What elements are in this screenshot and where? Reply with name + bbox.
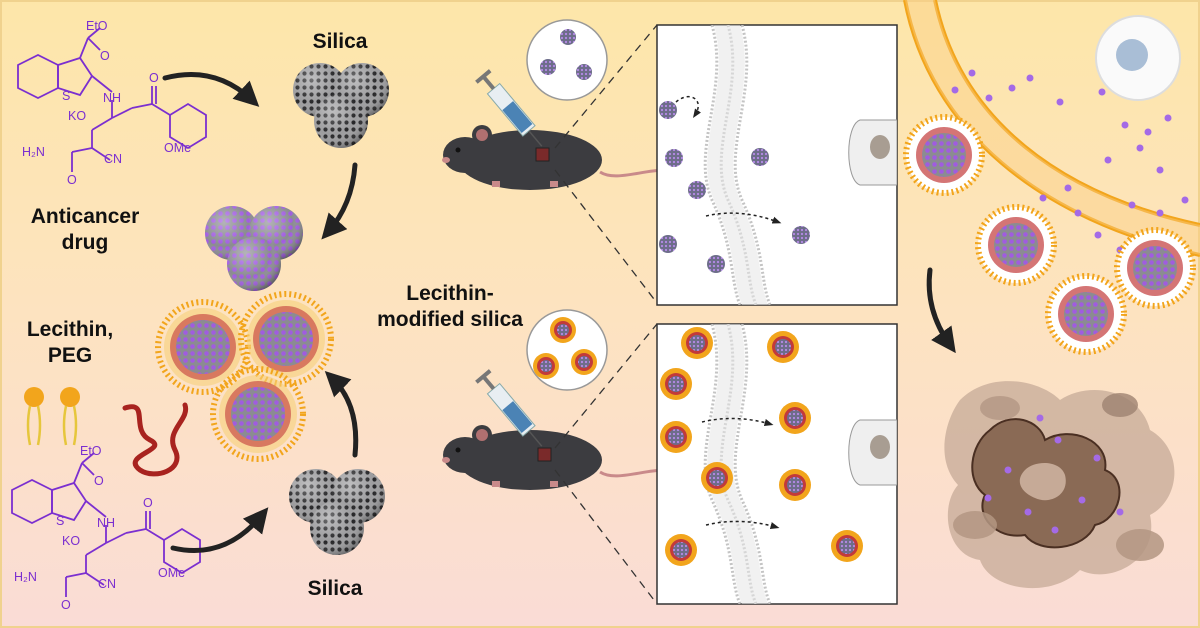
silica-particles-top	[293, 63, 389, 148]
vessel-panel-bottom	[656, 323, 898, 605]
drug-labels-top: EtO O S NH KO O H₂N O CN OMe	[22, 19, 191, 187]
lecithin-peg-label-line1: Lecithin,	[26, 318, 114, 341]
syringe-contents-bottom	[526, 309, 608, 391]
chem-label: EtO	[86, 19, 108, 33]
chem-label: NH	[97, 516, 115, 530]
vessel-panel-top	[656, 24, 898, 306]
chem-label: O	[94, 474, 104, 488]
cell-death-arrow	[926, 267, 956, 354]
coated-particles-at-membrane	[903, 114, 1196, 355]
chem-label: S	[62, 89, 70, 103]
lecithin-peg-label-line2: PEG	[47, 344, 93, 367]
lecithin-modified-label-line2: modified silica	[377, 308, 523, 331]
silica-bottom-label: Silica	[307, 577, 363, 600]
silica-top-label: Silica	[312, 30, 368, 53]
peg-chain-icon	[122, 402, 189, 477]
chem-label: O	[100, 49, 110, 63]
chem-label: S	[56, 514, 64, 528]
chem-label: H₂N	[14, 570, 37, 584]
chem-label: EtO	[80, 444, 102, 458]
mouse-top	[442, 69, 691, 190]
chem-label: CN	[98, 577, 116, 591]
drug-loaded-silica	[205, 206, 303, 291]
chem-label: H₂N	[22, 145, 45, 159]
dying-tumor-cells	[944, 381, 1175, 589]
mouse-bottom	[442, 369, 691, 490]
drug-labels-bottom: EtO O S NH KO O H₂N O CN OMe	[14, 444, 185, 612]
chem-label: OMe	[158, 566, 185, 580]
syringe-contents-top	[526, 19, 608, 101]
chem-label: KO	[68, 109, 86, 123]
chem-label: KO	[62, 534, 80, 548]
anticancer-label-line1: Anticancer	[30, 205, 140, 228]
process-arrows	[162, 72, 359, 553]
zoom-lines	[554, 24, 658, 605]
chem-label: CN	[104, 152, 122, 166]
drug-structure-top	[17, 27, 207, 172]
drug-structure-bottom	[11, 452, 201, 597]
silica-particles-bottom	[289, 469, 385, 555]
anticancer-label-line2: drug	[61, 231, 109, 254]
chem-label: O	[149, 71, 159, 85]
lecithin-molecule-icon	[24, 387, 80, 446]
chem-label: O	[67, 173, 77, 187]
chem-label: O	[143, 496, 153, 510]
lecithin-modified-label-line1: Lecithin-	[406, 282, 494, 305]
chem-label: OMe	[164, 141, 191, 155]
chem-label: NH	[103, 91, 121, 105]
lecithin-coated-silica	[155, 291, 334, 462]
cell-nucleus	[1095, 15, 1181, 101]
chem-label: O	[61, 598, 71, 612]
